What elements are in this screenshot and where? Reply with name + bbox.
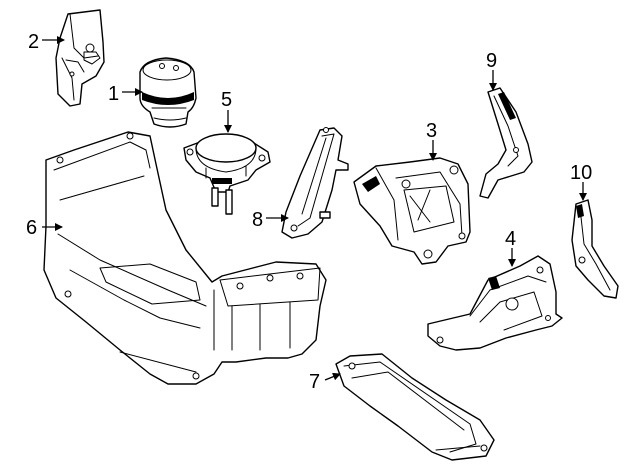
callout-9: 9 xyxy=(486,50,497,72)
bracket-support-part[interactable] xyxy=(571,199,619,299)
callout-7: 7 xyxy=(309,371,320,393)
callout-8: 8 xyxy=(252,209,263,231)
skid-plate-part[interactable] xyxy=(335,353,495,461)
callout-1: 1 xyxy=(108,83,119,105)
support-rail-part[interactable] xyxy=(281,127,349,239)
engine-mount-part[interactable] xyxy=(183,133,271,215)
callout-5: 5 xyxy=(221,89,232,111)
callout-labels: 2 1 5 8 6 3 9 4 10 7 xyxy=(26,31,592,393)
crossmember-shield-part[interactable] xyxy=(43,131,327,385)
engine-mount-upper-part[interactable] xyxy=(139,57,197,128)
mount-bracket-center-part[interactable] xyxy=(353,157,471,265)
leader-lines xyxy=(42,36,587,381)
callout-3: 3 xyxy=(426,120,437,142)
callout-6: 6 xyxy=(26,217,37,239)
callout-4: 4 xyxy=(505,228,516,250)
bracket-strut-part[interactable] xyxy=(479,87,533,199)
callout-2: 2 xyxy=(28,31,39,53)
leader-7 xyxy=(324,372,341,381)
heat-shield-part[interactable] xyxy=(55,9,105,107)
callout-10: 10 xyxy=(570,162,592,184)
mount-bracket-lower-part[interactable] xyxy=(427,255,563,351)
